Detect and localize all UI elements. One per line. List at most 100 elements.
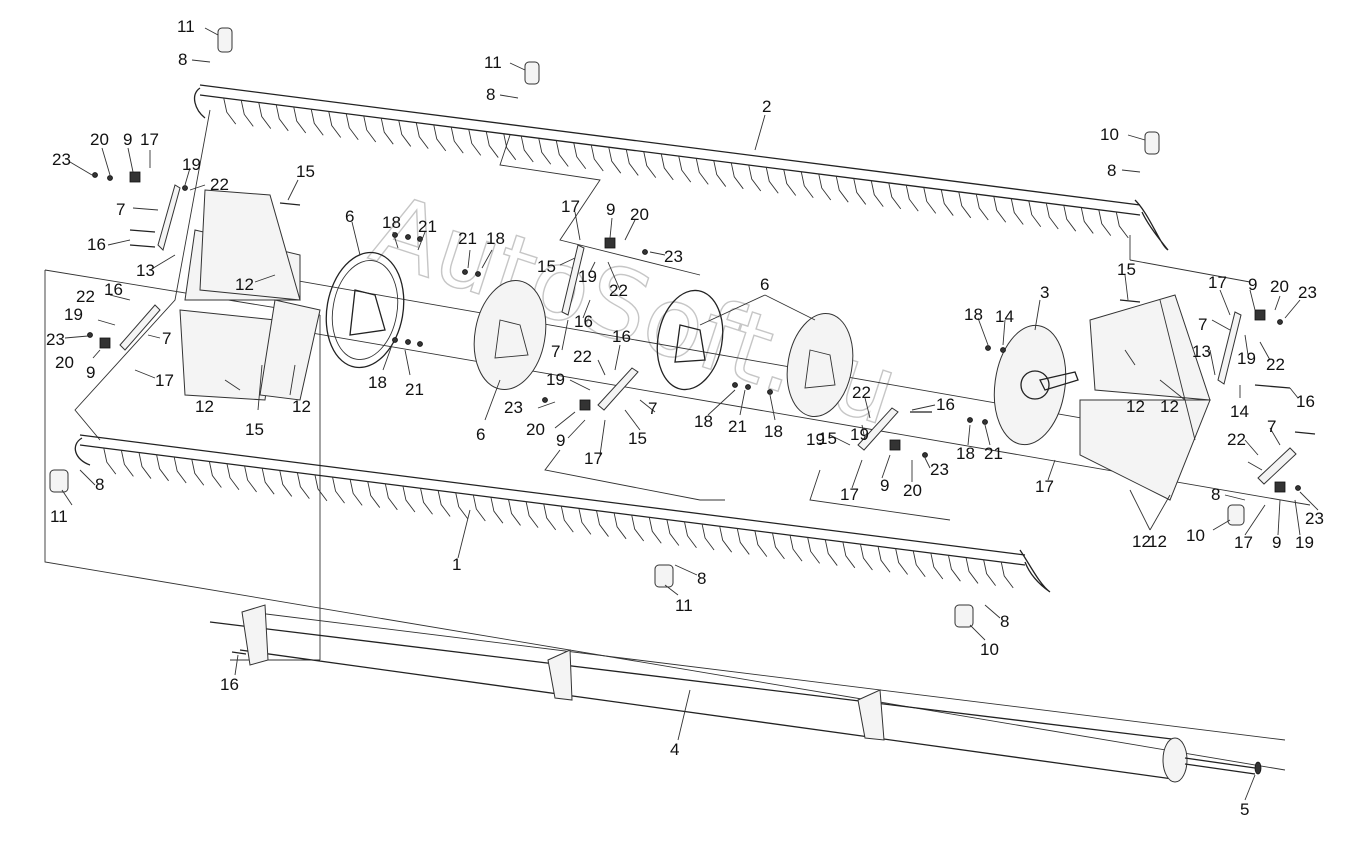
tine xyxy=(660,153,674,181)
tine xyxy=(367,481,381,508)
callout-6: 6 xyxy=(476,425,485,444)
callout-8: 8 xyxy=(1107,161,1116,180)
callout-10: 10 xyxy=(1186,526,1205,545)
tine xyxy=(625,149,639,176)
tine xyxy=(508,499,521,526)
callout-15: 15 xyxy=(537,257,556,276)
callout-22: 22 xyxy=(76,287,95,306)
callout-8: 8 xyxy=(1211,485,1220,504)
callout-18: 18 xyxy=(956,444,975,463)
callout-21: 21 xyxy=(405,380,424,399)
callout-17: 17 xyxy=(1208,273,1227,292)
tine xyxy=(525,501,539,528)
callout-1: 1 xyxy=(452,555,461,574)
callout-8: 8 xyxy=(95,475,104,494)
callout-14: 14 xyxy=(1230,402,1249,421)
callout-21: 21 xyxy=(728,417,747,436)
callout-11: 11 xyxy=(675,596,693,615)
tine xyxy=(1045,202,1059,230)
callout-10: 10 xyxy=(1100,125,1119,144)
callout-9: 9 xyxy=(1248,275,1257,294)
callout-8: 8 xyxy=(1000,612,1009,631)
tine xyxy=(437,490,451,517)
tine xyxy=(120,450,134,477)
tine xyxy=(940,189,954,216)
tine xyxy=(613,512,627,540)
callout-20: 20 xyxy=(903,481,922,500)
tine xyxy=(415,122,429,149)
tine xyxy=(736,528,750,555)
tine xyxy=(608,147,622,174)
tine xyxy=(314,474,328,502)
tine xyxy=(912,550,926,578)
callout-22: 22 xyxy=(210,175,229,194)
tine xyxy=(433,124,447,152)
callout-3: 3 xyxy=(1040,283,1049,302)
tine xyxy=(279,470,293,497)
callout-17: 17 xyxy=(561,197,580,216)
callout-21: 21 xyxy=(984,444,1003,463)
tine xyxy=(490,497,504,524)
callout-12: 12 xyxy=(1148,532,1167,551)
callout-20: 20 xyxy=(55,353,74,372)
callout-9: 9 xyxy=(880,476,889,495)
callout-19: 19 xyxy=(182,155,201,174)
tine xyxy=(835,176,849,203)
callout-7: 7 xyxy=(1198,315,1207,334)
tine xyxy=(772,532,785,560)
tine xyxy=(156,454,169,482)
callout-19: 19 xyxy=(806,430,825,449)
tine xyxy=(983,559,996,586)
tine xyxy=(240,100,254,127)
tine xyxy=(173,456,187,484)
tine xyxy=(560,506,574,533)
callout-18: 18 xyxy=(486,229,505,248)
tine xyxy=(666,519,680,546)
tine xyxy=(905,185,919,212)
tine xyxy=(468,129,482,156)
callout-4: 4 xyxy=(670,740,679,759)
callout-15: 15 xyxy=(1117,260,1136,279)
callout-22: 22 xyxy=(852,383,871,402)
tine xyxy=(783,169,797,196)
tine xyxy=(555,140,569,167)
tine xyxy=(748,164,762,192)
tine xyxy=(818,173,832,201)
end-disc-3 xyxy=(993,324,1079,446)
tine xyxy=(993,196,1007,223)
callout-16: 16 xyxy=(574,312,593,331)
callout-12: 12 xyxy=(1126,397,1145,416)
tine xyxy=(363,115,377,143)
callout-17: 17 xyxy=(155,371,174,390)
callout-20: 20 xyxy=(630,205,649,224)
tine xyxy=(842,541,856,569)
tine xyxy=(859,543,873,571)
tine xyxy=(1080,207,1094,234)
tine xyxy=(296,472,310,499)
tine xyxy=(398,120,412,147)
tine xyxy=(578,508,592,535)
tine xyxy=(1000,561,1014,589)
callout-7: 7 xyxy=(162,329,171,348)
callout-13: 13 xyxy=(136,261,155,280)
tine xyxy=(261,468,275,495)
callout-23: 23 xyxy=(664,247,683,266)
tine xyxy=(223,98,237,125)
callout-7: 7 xyxy=(648,399,657,418)
tine xyxy=(853,178,867,205)
callout-8: 8 xyxy=(697,569,706,588)
tine xyxy=(226,463,240,491)
callout-8: 8 xyxy=(486,85,495,104)
callout-13: 13 xyxy=(1192,342,1211,361)
tine xyxy=(191,459,205,486)
tine xyxy=(450,127,464,154)
callout-9: 9 xyxy=(556,431,565,450)
tine xyxy=(538,138,552,165)
tine xyxy=(258,102,272,129)
callout-22: 22 xyxy=(1266,355,1285,374)
tine xyxy=(975,193,989,221)
tine xyxy=(807,537,821,564)
tine xyxy=(384,483,398,511)
tine xyxy=(719,526,733,553)
